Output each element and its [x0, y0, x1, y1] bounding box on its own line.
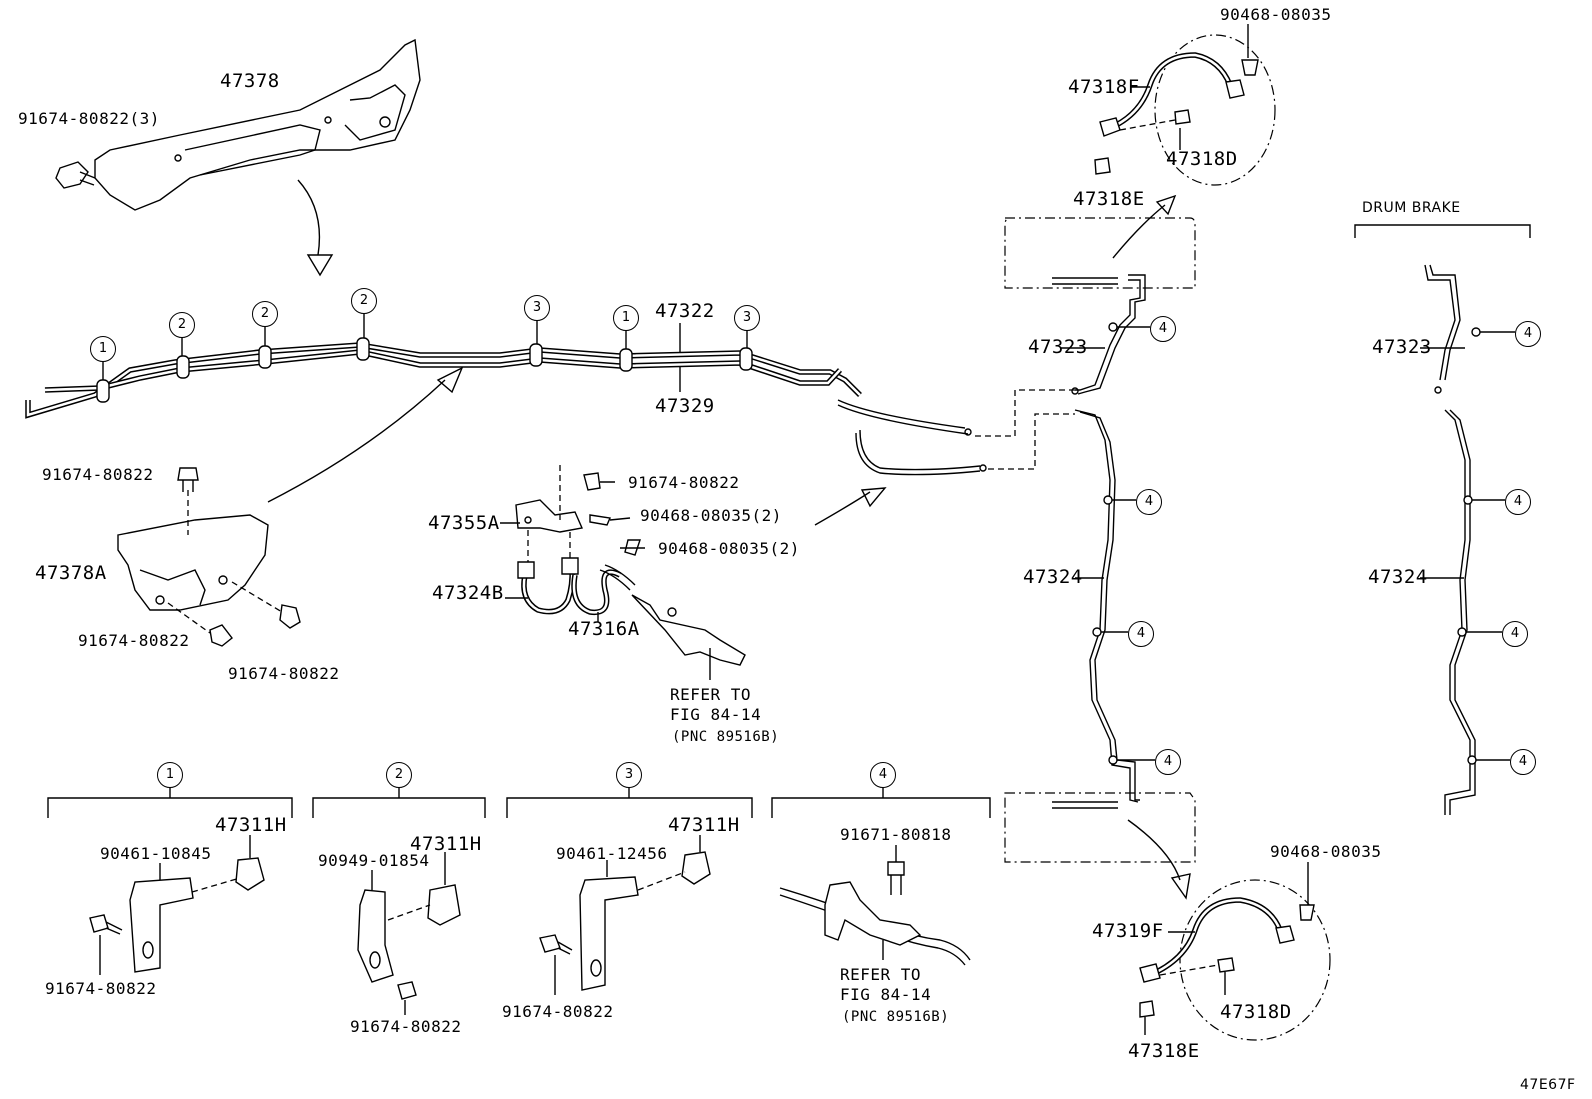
detail-4-refer-line-3: (PNC 89516B)	[842, 1009, 950, 1025]
figure-code: 47E67F	[1520, 1077, 1576, 1093]
label-47378: 47378	[220, 70, 280, 92]
rear-hose-detail-bottom	[1139, 879, 1331, 1041]
front-brake-tubes	[25, 337, 862, 419]
label-47378a: 47378A	[35, 562, 107, 584]
label-47324: 47324	[1023, 566, 1083, 588]
detail-1-callout: 1	[157, 762, 183, 788]
label-91674-80822-3: 91674-80822(3)	[18, 109, 160, 128]
label-90468-08035-2b: 90468-08035(2)	[658, 539, 800, 558]
detail-3-bracket-label: 90461-12456	[556, 844, 668, 863]
callout-4: 4	[1515, 321, 1541, 347]
detail-3-clamp-label: 47311H	[668, 814, 740, 836]
detail-2-clamp-label: 47311H	[410, 833, 482, 855]
callout-2: 2	[252, 301, 278, 327]
heat-insulator-47378a	[117, 514, 269, 611]
detail-4-refer-line-1: REFER TO	[840, 965, 922, 984]
callout-1: 1	[90, 336, 116, 362]
detail-3-callout: 3	[616, 762, 642, 788]
refer-to-line-1: REFER TO	[670, 685, 752, 704]
label-91674-80822-d: 91674-80822	[628, 473, 740, 492]
label-47324b: 47324B	[432, 582, 504, 604]
detail-1-clamp-label: 47311H	[215, 814, 287, 836]
rear-hose-detail-top	[1094, 34, 1276, 186]
callout-4: 4	[1136, 489, 1162, 515]
detail-4-bolt-label: 91671-80818	[840, 825, 952, 844]
label-90468-08035-bot: 90468-08035	[1270, 842, 1382, 861]
label-47318e-bot: 47318E	[1128, 1040, 1200, 1062]
detail-1-bolt-label: 91674-80822	[45, 979, 157, 998]
detail-4-parts	[779, 845, 971, 966]
detail-2-bracket-label: 90949-01854	[318, 851, 430, 870]
detail-4-callout: 4	[870, 762, 896, 788]
detail-2-parts	[357, 852, 461, 1015]
label-47318f: 47318F	[1068, 76, 1140, 98]
callout-3: 3	[524, 295, 550, 321]
label-47323-drum: 47323	[1372, 336, 1432, 358]
detail-2-bolt-label: 91674-80822	[350, 1017, 462, 1036]
arrow-insulator-to-tube	[297, 179, 321, 256]
refer-to-line-2: FIG 84-14	[670, 705, 762, 724]
label-47318d-bot: 47318D	[1220, 1001, 1292, 1023]
label-91674-80822-c: 91674-80822	[228, 664, 340, 683]
detail-3-parts	[539, 835, 711, 995]
label-90468-08035-2a: 90468-08035(2)	[640, 506, 782, 525]
callout-2: 2	[351, 288, 377, 314]
detail-1-bracket-label: 90461-10845	[100, 844, 212, 863]
label-47318d-top: 47318D	[1166, 148, 1238, 170]
drum-brake-tubes	[1354, 224, 1531, 815]
label-47355a: 47355A	[428, 512, 500, 534]
detail-2-callout: 2	[386, 762, 412, 788]
callout-4: 4	[1128, 621, 1154, 647]
drum-brake-label: DRUM BRAKE	[1362, 200, 1461, 216]
label-47324-drum: 47324	[1368, 566, 1428, 588]
label-47319f: 47319F	[1092, 920, 1164, 942]
detail-1-parts	[89, 835, 265, 975]
label-90468-08035-top: 90468-08035	[1220, 5, 1332, 24]
detail-4-refer-line-2: FIG 84-14	[840, 985, 932, 1004]
callout-2: 2	[169, 312, 195, 338]
flexible-hose-assembly	[515, 465, 746, 666]
label-47329: 47329	[655, 395, 715, 417]
detail-3-bolt-label: 91674-80822	[502, 1002, 614, 1021]
label-47322: 47322	[655, 300, 715, 322]
callout-4: 4	[1155, 749, 1181, 775]
label-47323: 47323	[1028, 336, 1088, 358]
label-91674-80822-a: 91674-80822	[42, 465, 154, 484]
bolt-91674-80822-3	[55, 161, 96, 189]
refer-to-line-3: (PNC 89516B)	[672, 729, 780, 745]
heat-insulator-47378	[94, 38, 421, 211]
label-47318e-top: 47318E	[1073, 188, 1145, 210]
callout-1: 1	[613, 305, 639, 331]
label-91674-80822-b: 91674-80822	[78, 631, 190, 650]
label-47316a: 47316A	[568, 618, 640, 640]
callout-4: 4	[1505, 489, 1531, 515]
callout-4: 4	[1150, 316, 1176, 342]
callout-4: 4	[1510, 749, 1536, 775]
callout-4: 4	[1502, 621, 1528, 647]
callout-3: 3	[734, 305, 760, 331]
